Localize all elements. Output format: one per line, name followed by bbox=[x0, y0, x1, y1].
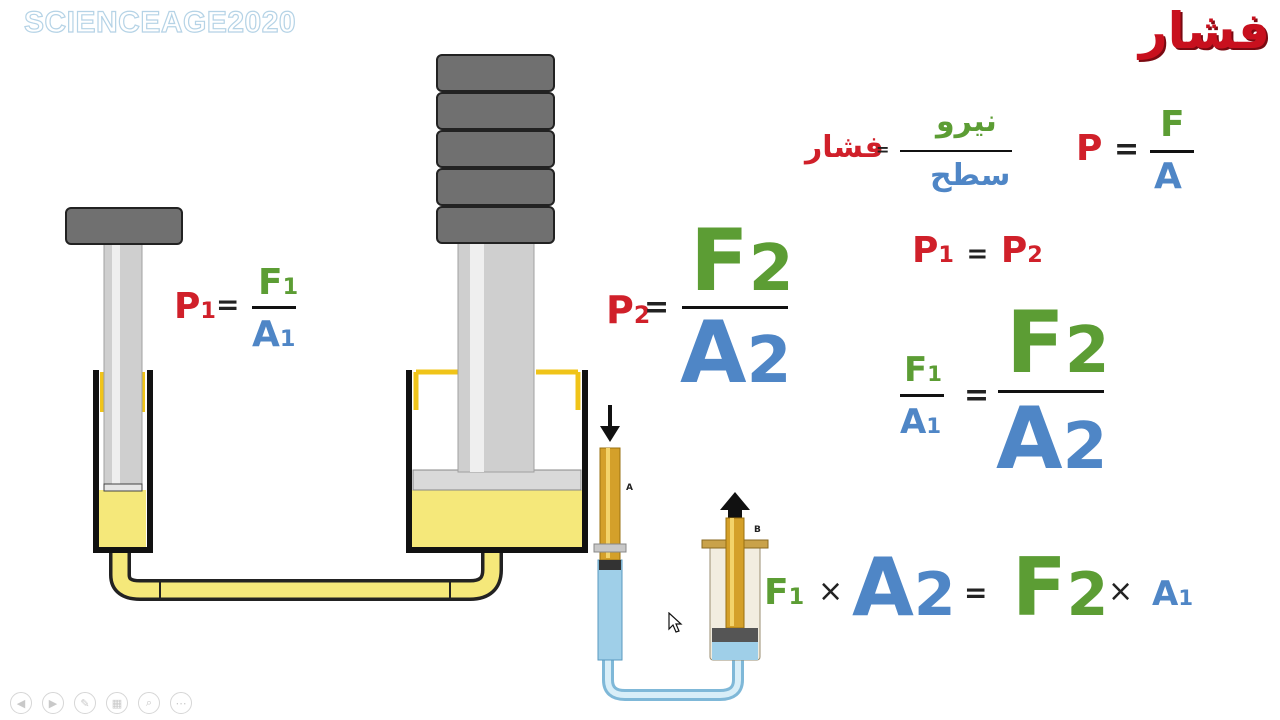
equality-formula: P1 = P2 bbox=[912, 230, 1043, 271]
zoom-icon[interactable]: ⌕ bbox=[138, 692, 160, 714]
pen-icon[interactable]: ✎ bbox=[74, 692, 96, 714]
definition-numerator: نیرو bbox=[936, 104, 997, 139]
left-formula-fraction-line bbox=[252, 306, 296, 309]
slides-icon[interactable]: ▦ bbox=[106, 692, 128, 714]
ratio-a2: A2 bbox=[996, 389, 1108, 489]
right-formula-f: F2 bbox=[690, 211, 794, 311]
mouse-cursor-icon bbox=[668, 612, 683, 633]
cross-a2: A2 bbox=[852, 541, 956, 634]
ratio-f2: F2 bbox=[1006, 293, 1110, 393]
next-icon[interactable]: ▶ bbox=[42, 692, 64, 714]
cross-a1: A1 bbox=[1152, 574, 1193, 614]
watermark: SCIENCEAGE2020 bbox=[23, 5, 297, 39]
equality-p2: P bbox=[1000, 230, 1028, 271]
formula-f: F bbox=[1160, 104, 1185, 145]
equality-p1: P bbox=[912, 230, 939, 271]
equality-p1-sub: 1 bbox=[938, 242, 954, 268]
formula-p: P bbox=[1076, 128, 1103, 169]
cross-times-1: × bbox=[818, 574, 844, 609]
ratio-right-fraction-line bbox=[998, 390, 1104, 393]
ratio-a1: A1 bbox=[900, 402, 941, 442]
slide-title: فشار bbox=[1138, 2, 1270, 60]
cross-f2: F2 bbox=[1012, 541, 1109, 634]
ratio-f1: F1 bbox=[904, 350, 942, 390]
right-formula-p: P2 bbox=[606, 288, 651, 332]
syringe-illustration: A B bbox=[593, 405, 769, 701]
equality-equals: = bbox=[966, 239, 989, 269]
definition-fraction-line bbox=[900, 150, 1012, 152]
definition-equals: = bbox=[876, 140, 890, 159]
cross-times-2: × bbox=[1108, 574, 1134, 609]
more-icon[interactable]: ⋯ bbox=[170, 692, 192, 714]
previous-icon[interactable]: ◀ bbox=[10, 692, 32, 714]
ratio-left-fraction-line bbox=[900, 394, 944, 397]
right-formula-equals: = bbox=[644, 290, 670, 325]
formula-fraction-line bbox=[1150, 150, 1194, 153]
left-formula-equals: = bbox=[216, 288, 240, 321]
syringe-label-b: B bbox=[754, 525, 761, 535]
slideshow-controls: ◀ ▶ ✎ ▦ ⌕ ⋯ bbox=[10, 692, 192, 714]
left-formula-p: P1 bbox=[174, 286, 216, 327]
cross-f1: F1 bbox=[764, 572, 805, 613]
cross-equals: = bbox=[964, 576, 988, 609]
definition-pressure-word: فشار bbox=[805, 130, 884, 165]
left-formula-a: A1 bbox=[252, 314, 296, 355]
right-formula-fraction-line bbox=[682, 306, 788, 309]
formula-equals: = bbox=[1114, 132, 1140, 167]
ratio-equals: = bbox=[964, 378, 990, 413]
hydraulic-press-illustration bbox=[65, 54, 588, 601]
formula-a: A bbox=[1154, 156, 1182, 197]
equality-p2-sub: 2 bbox=[1027, 242, 1043, 268]
syringe-label-a: A bbox=[626, 483, 633, 493]
left-formula-f: F1 bbox=[258, 262, 299, 303]
right-formula-a: A2 bbox=[680, 303, 792, 403]
definition-denominator: سطح bbox=[930, 158, 1011, 193]
